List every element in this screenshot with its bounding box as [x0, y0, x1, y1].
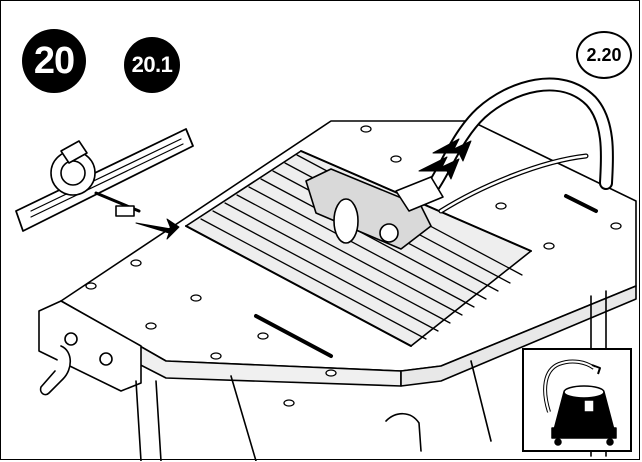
arrow-icon — [135, 138, 472, 240]
reference-callout: 2.20 — [576, 31, 632, 79]
sub-step-badge: 20.1 — [124, 37, 180, 93]
vacuum-inset — [522, 348, 632, 452]
step-number-badge: 20 — [22, 29, 86, 93]
reference-number: 2.20 — [586, 44, 622, 65]
sub-step-number: 20.1 — [131, 52, 173, 77]
step-number: 20 — [33, 39, 75, 82]
vacuum-cleaner-icon — [543, 359, 617, 446]
